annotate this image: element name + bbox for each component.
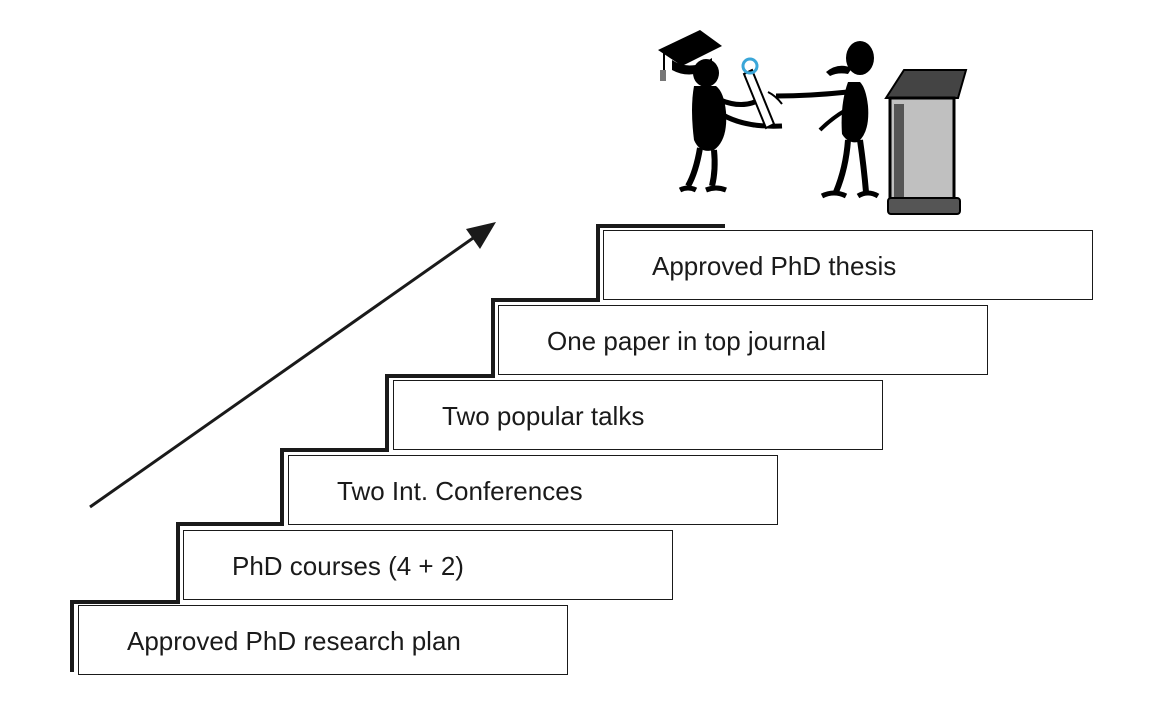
up-arrow-icon — [89, 222, 496, 509]
step-box-4: Two popular talks — [393, 380, 883, 450]
step-label: Two Int. Conferences — [337, 476, 583, 506]
diploma-icon — [741, 57, 783, 130]
step-box-3: Two Int. Conferences — [288, 455, 778, 525]
staircase-line — [70, 224, 725, 672]
step-box-6: Approved PhD thesis — [603, 230, 1093, 300]
step-box-5: One paper in top journal — [498, 305, 988, 375]
step-label: One paper in top journal — [547, 326, 826, 356]
step-label: PhD courses (4 + 2) — [232, 551, 464, 581]
presenter-icon — [775, 41, 880, 199]
podium-icon — [884, 69, 968, 215]
step-label: Approved PhD thesis — [652, 251, 897, 281]
graduate-icon — [658, 30, 783, 193]
step-label: Approved PhD research plan — [127, 626, 461, 656]
step-label: Two popular talks — [442, 401, 645, 431]
step-box-1: Approved PhD research plan — [78, 605, 568, 675]
step-box-2: PhD courses (4 + 2) — [183, 530, 673, 600]
